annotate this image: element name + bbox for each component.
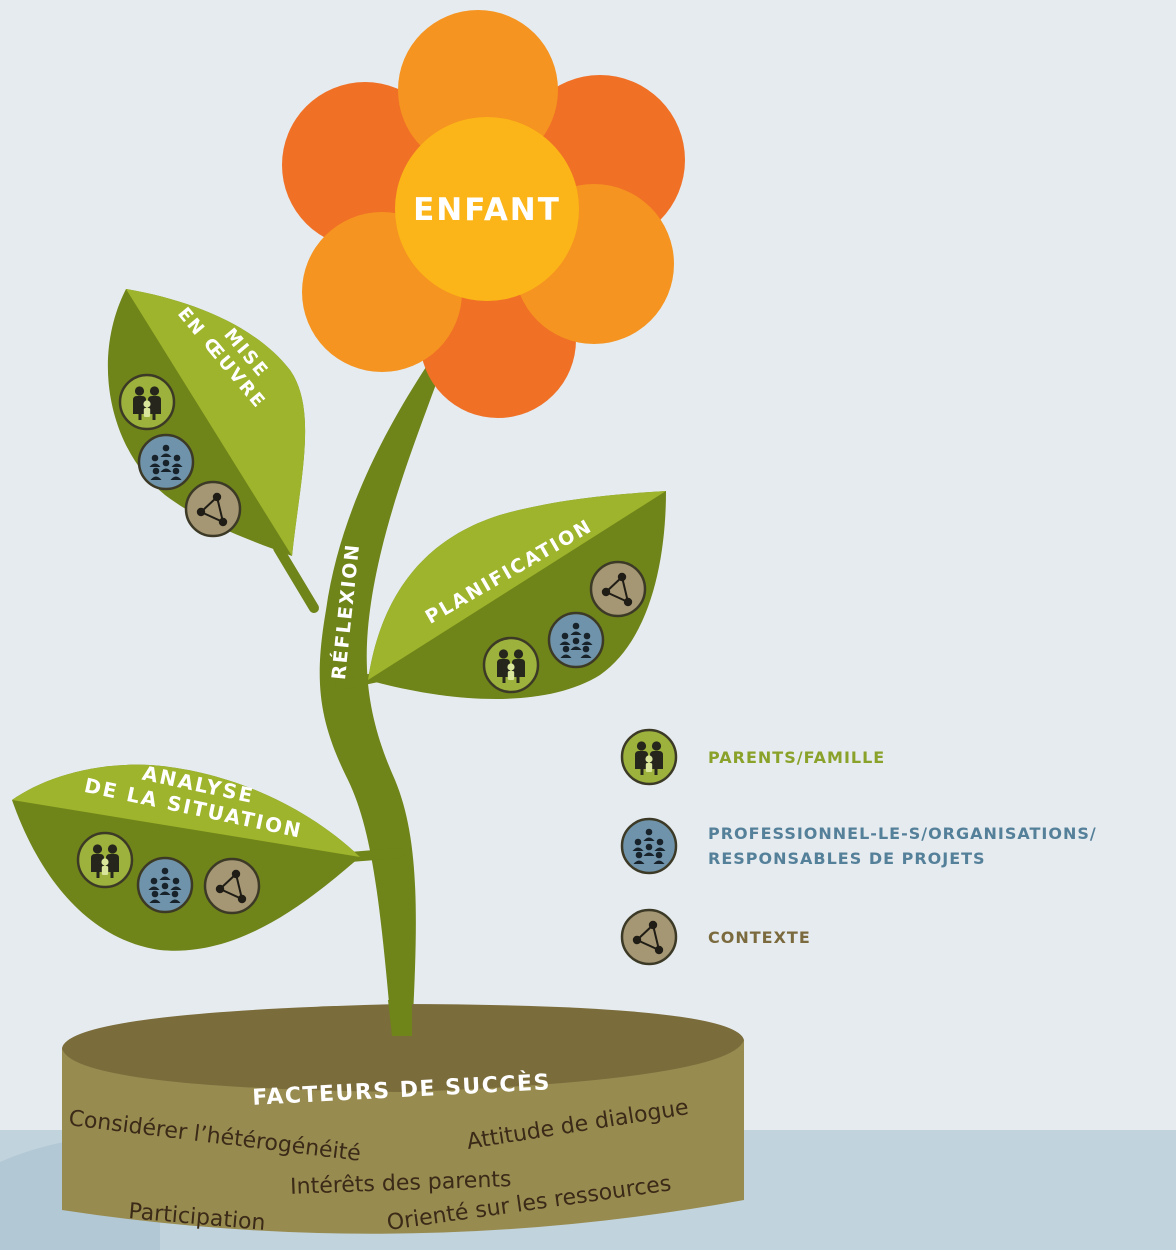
group-icon <box>137 433 195 491</box>
family-icon <box>620 728 678 786</box>
family-icon <box>118 373 176 431</box>
pot-body <box>62 1040 744 1234</box>
leaf-planification: PLANIFICATION <box>368 491 666 699</box>
center-label: ENFANT <box>413 192 561 228</box>
legend-item-context: CONTEXTE <box>618 906 811 968</box>
legend-label-pros-2: RESPONSABLES DE PROJETS <box>708 849 986 868</box>
legend-label-pros-1: PROFESSIONNEL-LE-S/ORGANISATIONS/ <box>708 824 1097 843</box>
legend-item-parents: PARENTS/FAMILLE <box>618 726 885 788</box>
leaf-analyse: ANALYSE DE LA SITUATION <box>12 761 360 951</box>
flower: ENFANT <box>282 10 685 418</box>
stem <box>319 352 444 1036</box>
group-icon <box>547 611 605 669</box>
family-icon <box>482 636 540 694</box>
group-icon <box>136 856 194 914</box>
network-icon <box>620 908 678 966</box>
flower-center <box>395 117 579 301</box>
network-icon <box>184 480 242 538</box>
legend-label-parents: PARENTS/FAMILLE <box>708 747 886 767</box>
family-icon <box>76 831 134 889</box>
pot-top <box>62 1004 744 1092</box>
group-icon <box>620 817 678 875</box>
legend-item-pros: PROFESSIONNEL-LE-S/ORGANISATIONS/ RESPON… <box>618 815 1097 877</box>
leaf-mise-en-oeuvre: MISE EN ŒUVRE <box>107 289 306 556</box>
legend-label-context: CONTEXTE <box>708 927 811 947</box>
network-icon <box>203 857 261 915</box>
network-icon <box>589 560 647 618</box>
pot: FACTEURS DE SUCCÈS Considérer l’hétérogé… <box>62 1000 744 1236</box>
